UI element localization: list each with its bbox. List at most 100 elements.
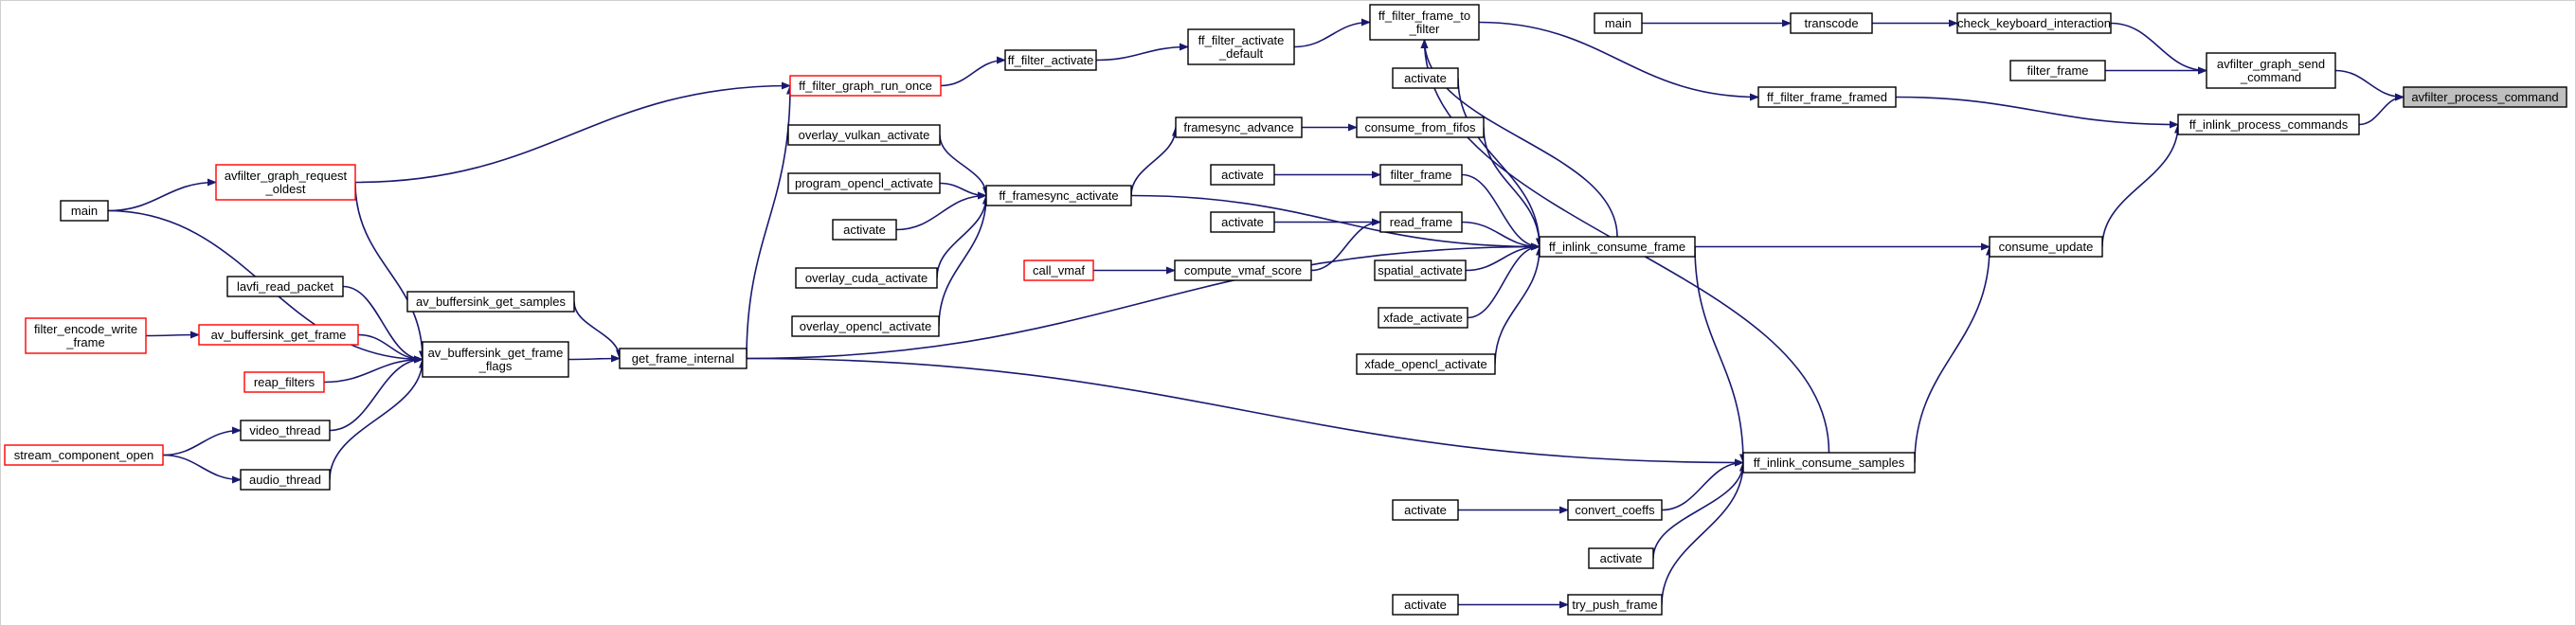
node-box-cvs[interactable] bbox=[1174, 259, 1312, 281]
node-box-lrp[interactable] bbox=[226, 276, 344, 297]
node-gfi[interactable]: get_frame_internal bbox=[619, 348, 748, 369]
node-box-fffr[interactable] bbox=[1757, 86, 1897, 108]
node-box-fftf[interactable] bbox=[1369, 4, 1480, 41]
node-fffr[interactable]: ff_filter_frame_framed bbox=[1757, 86, 1897, 108]
node-box-agro[interactable] bbox=[215, 164, 356, 201]
node-ova[interactable]: overlay_vulkan_activate bbox=[787, 124, 941, 146]
node-lrp[interactable]: lavfi_read_packet bbox=[226, 276, 344, 297]
node-box-poa[interactable] bbox=[787, 172, 941, 194]
node-box-at[interactable] bbox=[240, 469, 331, 491]
node-box-gfi[interactable] bbox=[619, 348, 748, 369]
node-oca[interactable]: overlay_cuda_activate bbox=[795, 267, 938, 289]
node-rfl[interactable]: reap_filters bbox=[243, 371, 325, 393]
node-agsc[interactable]: avfilter_graph_send_command bbox=[2206, 52, 2336, 89]
node-ffr[interactable]: filter_frame bbox=[2009, 60, 2106, 81]
node-ffsa[interactable]: ff_framesync_activate bbox=[985, 185, 1132, 206]
node-box-rf[interactable] bbox=[1379, 211, 1463, 233]
node-box-cc[interactable] bbox=[1567, 499, 1663, 521]
node-ffgro[interactable]: ff_filter_graph_run_once bbox=[789, 75, 942, 97]
node-fewf[interactable]: filter_encode_write_frame bbox=[25, 317, 147, 354]
node-box-tpf[interactable] bbox=[1567, 594, 1663, 616]
node-box-abgf[interactable] bbox=[198, 324, 359, 346]
node-box-act4[interactable] bbox=[1210, 211, 1275, 233]
node-tpf[interactable]: try_push_frame bbox=[1567, 594, 1663, 616]
node-box-ffad[interactable] bbox=[1187, 28, 1295, 65]
node-act1[interactable]: activate bbox=[1392, 67, 1459, 89]
node-ffad[interactable]: ff_filter_activate_default bbox=[1187, 28, 1295, 65]
node-box-scom[interactable] bbox=[4, 444, 164, 466]
node-box-afpc[interactable] bbox=[2403, 86, 2567, 108]
node-poa[interactable]: program_opencl_activate bbox=[787, 172, 941, 194]
node-act5[interactable]: activate bbox=[1392, 499, 1459, 521]
node-box-xa[interactable] bbox=[1378, 307, 1468, 329]
node-act7[interactable]: activate bbox=[1392, 594, 1459, 616]
node-box-ooa[interactable] bbox=[791, 315, 940, 337]
node-tc[interactable]: transcode bbox=[1790, 12, 1873, 34]
node-box-fipc[interactable] bbox=[2177, 114, 2360, 135]
node-box-ffsa[interactable] bbox=[985, 185, 1132, 206]
node-scom[interactable]: stream_component_open bbox=[4, 444, 164, 466]
node-act6[interactable]: activate bbox=[1588, 547, 1654, 569]
node-box-ffr[interactable] bbox=[2009, 60, 2106, 81]
node-fftf[interactable]: ff_filter_frame_to_filter bbox=[1369, 4, 1480, 41]
node-box-mainr[interactable] bbox=[1594, 12, 1643, 34]
node-box-cu[interactable] bbox=[1989, 236, 2103, 258]
node-box-act2[interactable] bbox=[832, 219, 897, 241]
node-box-ficf[interactable] bbox=[1539, 236, 1696, 258]
node-box-oca[interactable] bbox=[795, 267, 938, 289]
node-fics[interactable]: ff_inlink_consume_samples bbox=[1742, 452, 1916, 474]
node-abgff[interactable]: av_buffersink_get_frame_flags bbox=[422, 341, 569, 378]
node-box-fewf[interactable] bbox=[25, 317, 147, 354]
node-box-cku[interactable] bbox=[1956, 12, 2112, 34]
node-box-vt[interactable] bbox=[240, 420, 331, 441]
node-box-fics[interactable] bbox=[1742, 452, 1916, 474]
node-box-fsa[interactable] bbox=[1175, 116, 1303, 138]
node-box-act7[interactable] bbox=[1392, 594, 1459, 616]
node-ffa[interactable]: ff_filter_activate bbox=[1004, 49, 1097, 71]
node-box-ffgro[interactable] bbox=[789, 75, 942, 97]
node-cu[interactable]: consume_update bbox=[1989, 236, 2103, 258]
node-cff[interactable]: consume_from_fifos bbox=[1356, 116, 1485, 138]
node-box-cvmaf[interactable] bbox=[1023, 259, 1094, 281]
node-mainr[interactable]: main bbox=[1594, 12, 1643, 34]
node-box-abgs[interactable] bbox=[406, 291, 575, 313]
node-xoa[interactable]: xfade_opencl_activate bbox=[1356, 353, 1496, 375]
node-box-xoa[interactable] bbox=[1356, 353, 1496, 375]
node-box-ova[interactable] bbox=[787, 124, 941, 146]
node-box-act6[interactable] bbox=[1588, 547, 1654, 569]
node-sa[interactable]: spatial_activate bbox=[1374, 259, 1467, 281]
node-box-rfl[interactable] bbox=[243, 371, 325, 393]
node-box-mainl[interactable] bbox=[60, 200, 109, 222]
node-box-cff[interactable] bbox=[1356, 116, 1485, 138]
node-fipc[interactable]: ff_inlink_process_commands bbox=[2177, 114, 2360, 135]
node-act3[interactable]: activate bbox=[1210, 164, 1275, 186]
node-cku[interactable]: check_keyboard_interaction bbox=[1956, 12, 2112, 34]
node-ooa[interactable]: overlay_opencl_activate bbox=[791, 315, 940, 337]
node-ficf[interactable]: ff_inlink_consume_frame bbox=[1539, 236, 1696, 258]
node-ffrm[interactable]: filter_frame bbox=[1379, 164, 1463, 186]
node-abgs[interactable]: av_buffersink_get_samples bbox=[406, 291, 575, 313]
node-fsa[interactable]: framesync_advance bbox=[1175, 116, 1303, 138]
node-vt[interactable]: video_thread bbox=[240, 420, 331, 441]
node-box-sa[interactable] bbox=[1374, 259, 1467, 281]
node-cvs[interactable]: compute_vmaf_score bbox=[1174, 259, 1312, 281]
node-box-ffrm[interactable] bbox=[1379, 164, 1463, 186]
node-cc[interactable]: convert_coeffs bbox=[1567, 499, 1663, 521]
node-box-tc[interactable] bbox=[1790, 12, 1873, 34]
node-act4[interactable]: activate bbox=[1210, 211, 1275, 233]
node-at[interactable]: audio_thread bbox=[240, 469, 331, 491]
node-act2[interactable]: activate bbox=[832, 219, 897, 241]
node-abgf[interactable]: av_buffersink_get_frame bbox=[198, 324, 359, 346]
node-rf[interactable]: read_frame bbox=[1379, 211, 1463, 233]
node-box-act3[interactable] bbox=[1210, 164, 1275, 186]
node-box-act1[interactable] bbox=[1392, 67, 1459, 89]
node-mainl[interactable]: main bbox=[60, 200, 109, 222]
node-cvmaf[interactable]: call_vmaf bbox=[1023, 259, 1094, 281]
node-box-act5[interactable] bbox=[1392, 499, 1459, 521]
node-afpc[interactable]: avfilter_process_command bbox=[2403, 86, 2567, 108]
node-agro[interactable]: avfilter_graph_request_oldest bbox=[215, 164, 356, 201]
node-box-abgff[interactable] bbox=[422, 341, 569, 378]
node-box-ffa[interactable] bbox=[1004, 49, 1097, 71]
node-xa[interactable]: xfade_activate bbox=[1378, 307, 1468, 329]
node-box-agsc[interactable] bbox=[2206, 52, 2336, 89]
